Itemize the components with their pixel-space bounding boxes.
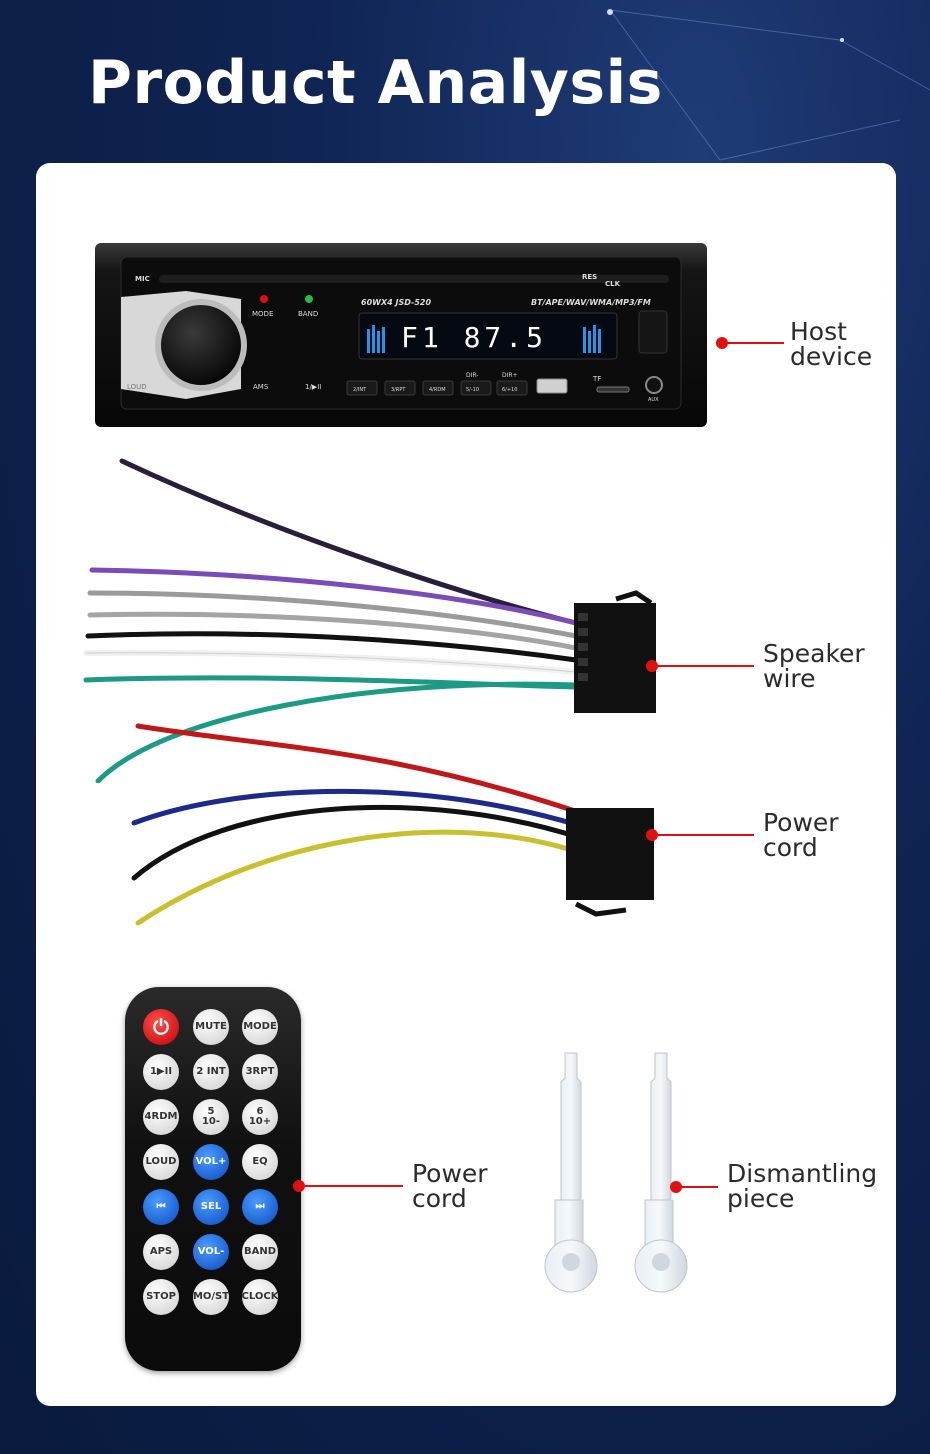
remote-button-plus10[interactable]: 6 10+ [242, 1099, 278, 1135]
remote-callout-line [299, 1185, 403, 1187]
speaker-wire-image [83, 458, 656, 783]
remote-button-next[interactable]: ⏭ [242, 1189, 278, 1225]
remote-button-stop[interactable]: STOP [143, 1279, 179, 1315]
remote-button-power[interactable]: ⏻ [143, 1009, 179, 1045]
host-ams-label: AMS [253, 383, 269, 391]
remote-button-volup[interactable]: VOL+ [193, 1144, 229, 1180]
remote-button-int[interactable]: 2 INT [193, 1054, 229, 1090]
remote-button-prev[interactable]: ⏮ [143, 1189, 179, 1225]
host-res-label: RES [582, 273, 597, 281]
remote-button-voldown[interactable]: VOL- [193, 1234, 229, 1270]
host-btn2-label: 2/INT [353, 387, 367, 393]
host-mode-label: MODE [252, 310, 273, 318]
dismantling-callout-line [676, 1186, 718, 1188]
remote-button-play[interactable]: 1▶II [143, 1054, 179, 1090]
remote-button-rpt[interactable]: 3RPT [242, 1054, 278, 1090]
host-btn6-label: 6/+10 [502, 387, 517, 393]
remote-button-band[interactable]: BAND [242, 1234, 278, 1270]
host-band-label: BAND [298, 310, 318, 318]
host-callout-line [722, 342, 784, 344]
power-cord-image [131, 723, 654, 926]
remote-button-rdm[interactable]: 4RDM [143, 1099, 179, 1135]
remote-label: Power cord [412, 1159, 488, 1213]
remote-button-minus10[interactable]: 5 10- [193, 1099, 229, 1135]
host-device-label: Host device [790, 317, 873, 371]
host-tf-label: TF [592, 375, 601, 383]
remote-button-mute[interactable]: MUTE [193, 1009, 229, 1045]
host-formats-label: BT/APE/WAV/WMA/MP3/FM [531, 298, 651, 307]
remote-button-sel[interactable]: SEL [193, 1189, 229, 1225]
host-aux-label: AUX [648, 397, 659, 403]
remote-button-eq[interactable]: EQ [242, 1144, 278, 1180]
host-dir-plus-label: DIR+ [502, 372, 518, 379]
host-device-image: MIC RES CLK MODE BAND 60WX4 JSD-520 BT/A… [95, 243, 707, 427]
power-cord-label: Power cord [763, 808, 839, 862]
host-btn3-label: 3/RPT [391, 387, 406, 393]
host-btn4-label: 4/RDM [429, 387, 446, 393]
remote-control: ⏻ MUTE MODE 1▶II 2 INT 3RPT 4RDM 5 10- 6 10+ LOUD… [125, 987, 301, 1371]
host-dir-minus-label: DIR- [466, 372, 478, 379]
remote-button-mode[interactable]: MODE [242, 1009, 278, 1045]
background-network-lines [607, 9, 930, 161]
speaker-callout-line [652, 665, 754, 667]
host-display-readout: F1 87.5 [401, 321, 547, 354]
host-btn5-label: 5/-10 [466, 387, 479, 393]
product-card: MIC RES CLK MODE BAND 60WX4 JSD-520 BT/A… [36, 163, 896, 1406]
page-title: Product Analysis [88, 48, 663, 118]
dismantling-pieces-image [544, 1052, 688, 1293]
host-mic-label: MIC [135, 275, 150, 283]
speaker-wire-label: Speaker wire [763, 639, 865, 693]
host-clk-label: CLK [605, 280, 621, 288]
power-cord-callout-line [652, 834, 754, 836]
host-loud-label: LOUD [127, 383, 147, 391]
host-play-label: 1/▶II [305, 383, 321, 391]
dismantling-key-left [544, 1052, 598, 1293]
remote-button-most[interactable]: MO/ST [193, 1279, 229, 1315]
dismantling-key-right [634, 1052, 688, 1293]
remote-button-loud[interactable]: LOUD [143, 1144, 179, 1180]
host-model-label: 60WX4 JSD-520 [361, 298, 431, 307]
remote-button-aps[interactable]: APS [143, 1234, 179, 1270]
dismantling-piece-label: Dismantling piece [727, 1159, 878, 1213]
remote-button-clock[interactable]: CLOCK [242, 1279, 278, 1315]
